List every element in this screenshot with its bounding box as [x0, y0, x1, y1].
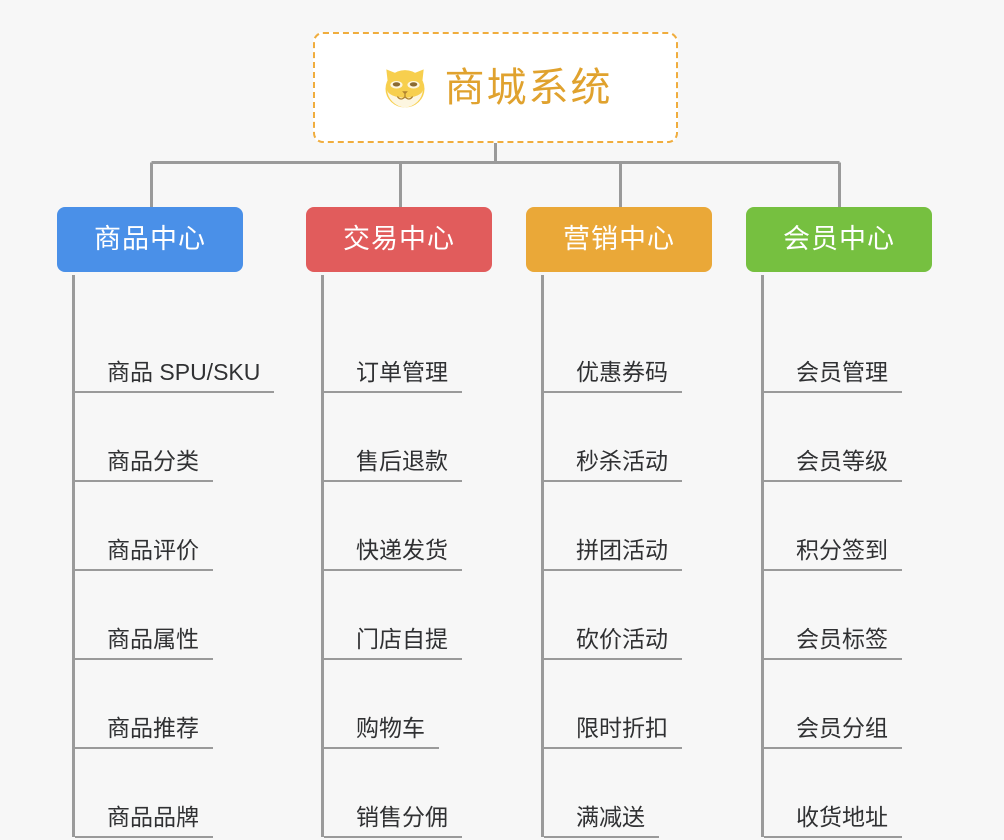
child-label: 会员管理	[764, 359, 902, 393]
list-item[interactable]: 拼团活动	[544, 482, 682, 571]
child-list-product-center: 商品 SPU/SKU 商品分类 商品评价 商品属性 商品推荐 商品品牌	[72, 275, 277, 838]
list-item[interactable]: 满减送	[544, 749, 659, 838]
child-label: 会员等级	[764, 448, 902, 482]
child-label: 订单管理	[324, 359, 462, 393]
list-item[interactable]: 商品 SPU/SKU	[75, 304, 275, 393]
child-label: 门店自提	[324, 626, 462, 660]
child-label: 秒杀活动	[544, 448, 682, 482]
list-item[interactable]: 限时折扣	[544, 660, 682, 749]
root-node[interactable]: 商城系统	[313, 32, 678, 143]
list-item[interactable]: 商品品牌	[75, 749, 213, 838]
list-item[interactable]: 积分签到	[764, 482, 902, 571]
child-label: 限时折扣	[544, 715, 682, 749]
child-label: 商品评价	[75, 537, 213, 571]
list-item[interactable]: 收货地址	[764, 749, 902, 838]
root-title: 商城系统	[444, 65, 613, 110]
category-box-trade-center[interactable]: 交易中心	[306, 207, 492, 272]
list-item[interactable]: 快递发货	[324, 482, 462, 571]
category-label: 营销中心	[563, 224, 675, 254]
column-product-center: 商品中心 商品 SPU/SKU 商品分类 商品评价 商品属性 商品推荐 商品品牌	[57, 207, 277, 838]
child-label: 商品推荐	[75, 715, 213, 749]
child-label: 会员标签	[764, 626, 902, 660]
child-label: 积分签到	[764, 537, 902, 571]
category-box-marketing-center[interactable]: 营销中心	[526, 207, 712, 272]
child-label: 商品属性	[75, 626, 213, 660]
child-label: 商品品牌	[75, 804, 213, 838]
category-label: 商品中心	[94, 224, 206, 254]
list-item[interactable]: 会员标签	[764, 571, 902, 660]
category-box-product-center[interactable]: 商品中心	[57, 207, 243, 272]
child-label: 会员分组	[764, 715, 902, 749]
category-box-member-center[interactable]: 会员中心	[746, 207, 932, 272]
child-label: 商品分类	[75, 448, 213, 482]
child-label: 商品 SPU/SKU	[75, 359, 275, 393]
child-label: 购物车	[324, 715, 439, 749]
category-label: 会员中心	[783, 224, 895, 254]
list-item[interactable]: 商品属性	[75, 571, 213, 660]
child-label: 销售分佣	[324, 804, 462, 838]
child-list-marketing-center: 优惠券码 秒杀活动 拼团活动 砍价活动 限时折扣 满减送	[541, 275, 746, 838]
list-item[interactable]: 购物车	[324, 660, 439, 749]
list-item[interactable]: 售后退款	[324, 393, 462, 482]
child-list-trade-center: 订单管理 售后退款 快递发货 门店自提 购物车 销售分佣	[321, 275, 526, 838]
shiba-dog-icon	[385, 68, 424, 107]
list-item[interactable]: 销售分佣	[324, 749, 462, 838]
child-label: 收货地址	[764, 804, 902, 838]
child-label: 快递发货	[324, 537, 462, 571]
child-label: 优惠券码	[544, 359, 682, 393]
category-label: 交易中心	[343, 224, 455, 254]
column-trade-center: 交易中心 订单管理 售后退款 快递发货 门店自提 购物车 销售分佣	[306, 207, 526, 838]
list-item[interactable]: 会员管理	[764, 304, 902, 393]
column-member-center: 会员中心 会员管理 会员等级 积分签到 会员标签 会员分组 收货地址	[746, 207, 966, 838]
list-item[interactable]: 订单管理	[324, 304, 462, 393]
child-label: 售后退款	[324, 448, 462, 482]
list-item[interactable]: 秒杀活动	[544, 393, 682, 482]
list-item[interactable]: 商品推荐	[75, 660, 213, 749]
list-item[interactable]: 商品分类	[75, 393, 213, 482]
list-item[interactable]: 会员分组	[764, 660, 902, 749]
list-item[interactable]: 会员等级	[764, 393, 902, 482]
child-label: 满减送	[544, 804, 659, 838]
child-label: 拼团活动	[544, 537, 682, 571]
column-marketing-center: 营销中心 优惠券码 秒杀活动 拼团活动 砍价活动 限时折扣 满减送	[526, 207, 746, 838]
list-item[interactable]: 门店自提	[324, 571, 462, 660]
child-label: 砍价活动	[544, 626, 682, 660]
list-item[interactable]: 商品评价	[75, 482, 213, 571]
list-item[interactable]: 优惠券码	[544, 304, 682, 393]
list-item[interactable]: 砍价活动	[544, 571, 682, 660]
child-list-member-center: 会员管理 会员等级 积分签到 会员标签 会员分组 收货地址	[761, 275, 966, 838]
